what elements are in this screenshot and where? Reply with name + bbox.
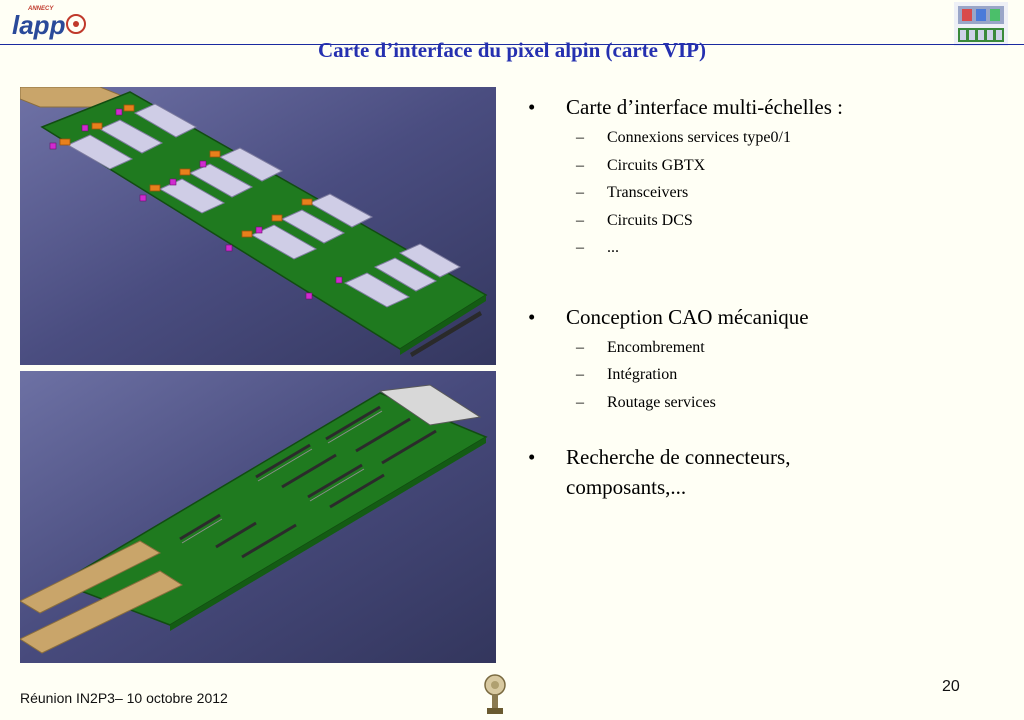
bullet-text: Carte d’interface multi-échelles : [566,95,843,119]
bullet-text: Recherche de connecteurs, composants,... [566,445,791,499]
sub-bullet-text: Encombrement [607,338,705,356]
emblem-icon [484,674,506,714]
logo-text: lapp [12,10,66,40]
sub-bullet-text: Intégration [607,366,678,383]
page-number: 20 [942,678,960,695]
sub-bullet-item: –Encombrement [528,334,1008,362]
footer-meeting-date: Réunion IN2P3– 10 octobre 2012 [20,690,228,706]
sub-bullet-item: –Transceivers [528,179,1008,207]
sub-bullet-item: –Intégration [528,361,1008,389]
bullet-text: Conception CAO mécanique [566,304,809,329]
sub-bullet-text: Circuits DCS [607,211,693,229]
sub-bullet-item: –Circuits GBTX [528,152,1008,180]
bullet-list: •Carte d’interface multi-échelles : –Con… [528,94,1008,502]
pcb-render-top-image [20,87,496,365]
sub-bullet-text: Circuits GBTX [607,156,706,174]
sub-bullet-text: Routage services [607,393,716,411]
sub-bullet-item: –Routage services [528,389,1008,417]
sub-bullet-text: Connexions services type0/1 [607,129,791,146]
pcb-render-bottom-image [20,371,496,663]
sub-bullet-text: Transceivers [607,184,689,201]
sub-bullet-item: –Connexions services type0/1 [528,124,1008,152]
title-underline [0,44,1024,45]
sub-bullet-text: ... [607,239,619,256]
slide-title: Carte d’interface du pixel alpin (carte … [317,38,707,62]
sub-bullet-item: –Circuits DCS [528,207,1008,235]
bullet-item: •Recherche de connecteurs, composants,..… [528,442,1008,502]
bullet-item: •Carte d’interface multi-échelles : [528,95,843,119]
lapp-logo: ANNECY lapp [12,6,86,40]
bullet-item: •Conception CAO mécanique [528,304,809,329]
detector-thumbnail-image [954,2,1008,46]
sub-bullet-item: –... [528,234,1008,262]
logo-tagline: ANNECY [27,6,54,12]
